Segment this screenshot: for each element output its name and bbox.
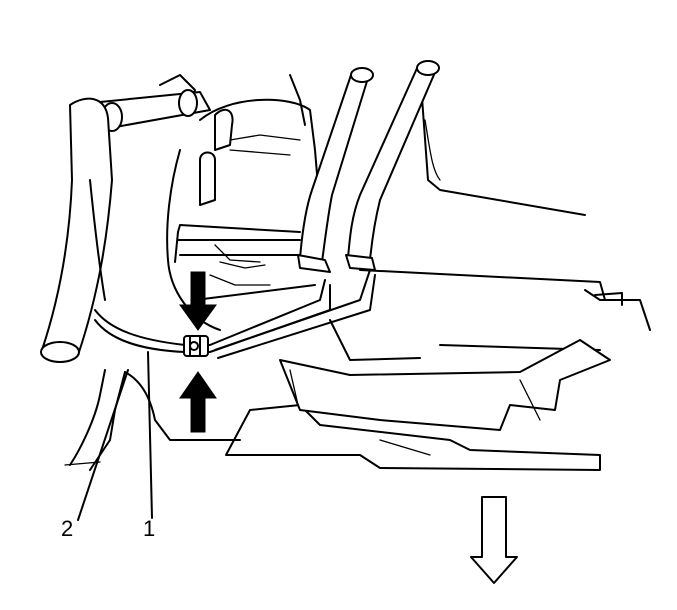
body-panel-lines <box>329 69 651 361</box>
left-hose <box>40 97 113 363</box>
hose-clamp <box>183 335 209 357</box>
right-hoses <box>297 60 440 273</box>
floor-shield <box>225 339 611 471</box>
arrow-down-solid-icon <box>179 271 217 331</box>
arrow-up-solid-icon <box>179 371 217 433</box>
upper-hose <box>99 89 211 132</box>
callout-label-2: 2 <box>61 516 74 541</box>
cooler-lines <box>94 224 376 359</box>
lower-structure <box>64 369 241 471</box>
callout-leaders <box>77 351 153 521</box>
callout-label-1: 1 <box>143 516 156 541</box>
arrow-down-outline-icon <box>470 496 518 584</box>
